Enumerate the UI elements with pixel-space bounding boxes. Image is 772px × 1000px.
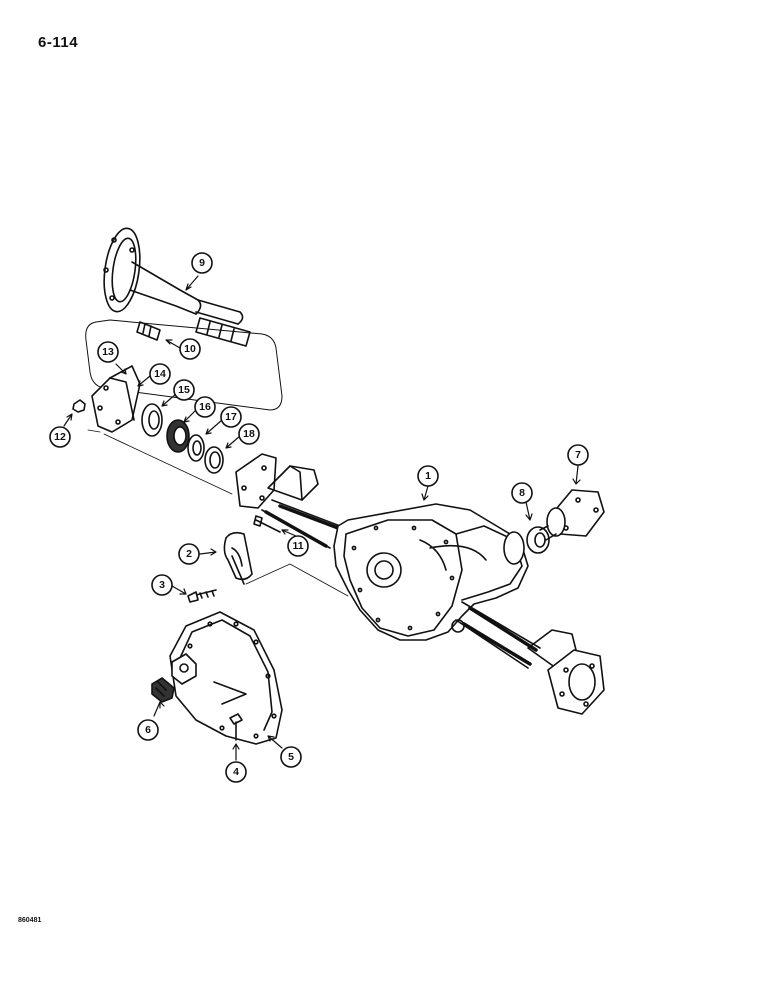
seal-15-inner [148,410,160,430]
callout-17: 17 [220,406,242,428]
cap-alignment-line [245,563,349,597]
cap-bolt-3 [187,589,217,603]
callout-5: 5 [280,746,302,768]
callout-7: 7 [567,444,589,466]
callout-6: 6 [137,719,159,741]
callout-14-text: 14 [154,368,166,380]
ring-17 [187,434,205,462]
callout-2: 2 [178,543,200,565]
nut-12 [72,399,86,413]
callout-4-text: 4 [233,766,239,778]
alignment-line [87,429,233,495]
callout-2-text: 2 [186,548,192,560]
callout-16-text: 16 [199,401,211,413]
cover-bolt-4 [229,713,243,741]
callout-17-text: 17 [225,411,237,423]
callout-3-text: 3 [159,579,165,591]
axle-housing-1 [235,453,605,715]
callout-13-text: 13 [102,346,114,358]
callout-14: 14 [149,363,171,385]
kit-outline [85,319,283,411]
callout-6-text: 6 [145,724,151,736]
callout-8: 8 [511,482,533,504]
axle-shaft-9 [103,227,244,325]
callout-9: 9 [191,252,213,274]
callout-5-text: 5 [288,751,294,763]
callout-16: 16 [194,396,216,418]
nut-8 [526,526,550,554]
callout-1-text: 1 [425,470,431,482]
callout-10: 10 [179,338,201,360]
callout-7-text: 7 [575,449,581,461]
callout-4: 4 [225,761,247,783]
bearing-16-bore [173,426,187,446]
leader-lines [63,275,581,761]
plug-6 [151,677,175,703]
retaining-ring-18-inner [209,451,221,469]
page-number: 6-114 [38,34,79,51]
differential-cover-5 [169,611,283,745]
callout-15: 15 [173,379,195,401]
callout-18: 18 [238,423,260,445]
callout-11: 11 [287,535,309,557]
callout-8-text: 8 [519,487,525,499]
callout-13: 13 [97,341,119,363]
callout-11-text: 11 [292,540,303,552]
callout-15-text: 15 [178,384,190,396]
retainer-plate-13 [91,365,141,433]
callout-1: 1 [417,465,439,487]
callout-9-text: 9 [199,257,205,269]
bolt-11 [253,515,281,533]
callout-3: 3 [151,574,173,596]
bearing-cap-2 [223,531,253,585]
callout-12-text: 12 [54,431,66,443]
callout-18-text: 18 [243,428,255,440]
figure-code: 860481 [18,917,42,924]
callout-12: 12 [49,426,71,448]
pinion-flange-7 [539,489,605,541]
stud-10 [136,321,161,341]
ring-17-inner [192,440,202,456]
callout-10-text: 10 [184,343,196,355]
